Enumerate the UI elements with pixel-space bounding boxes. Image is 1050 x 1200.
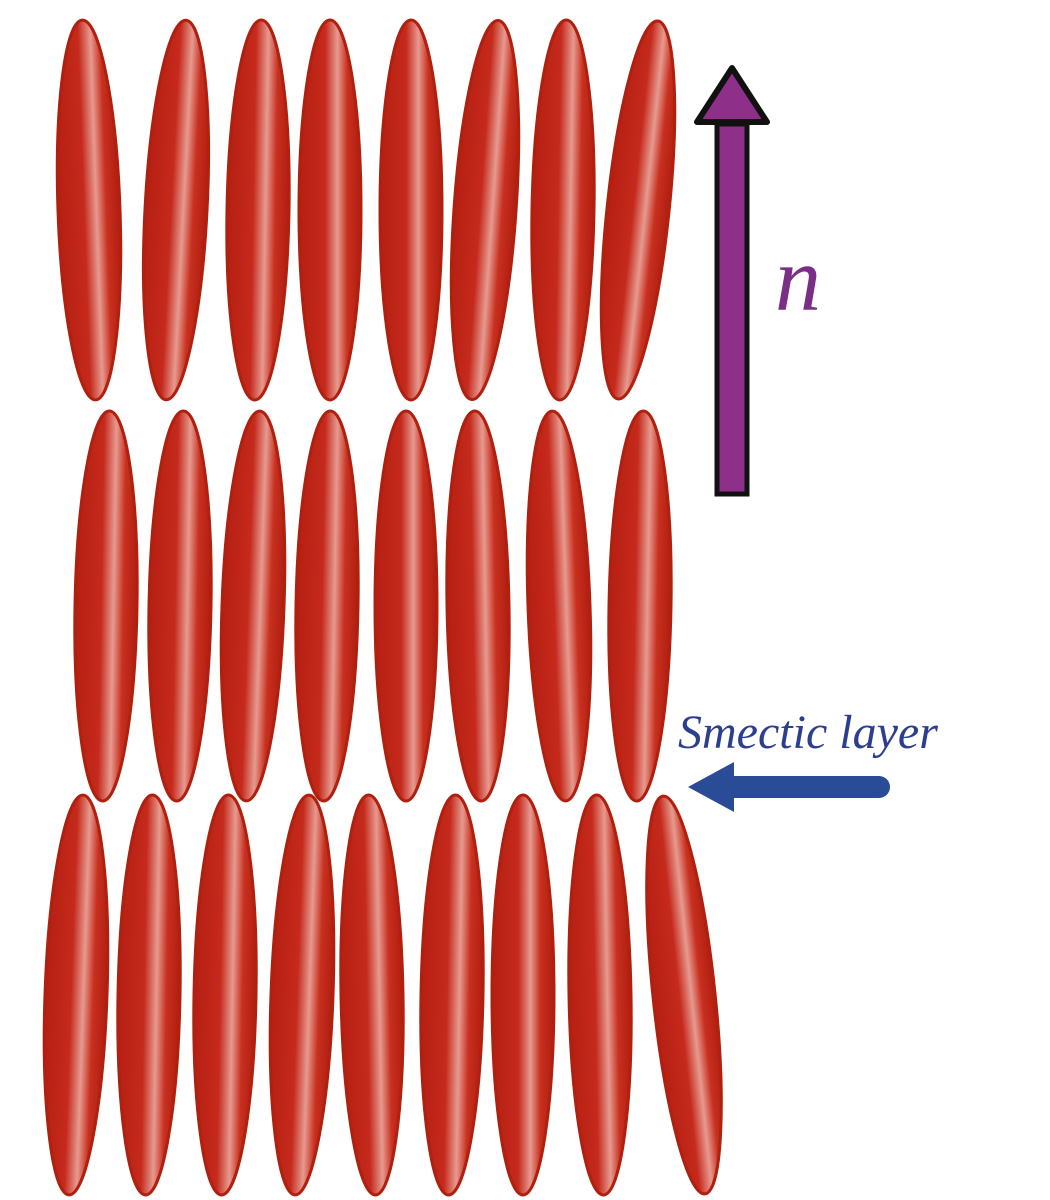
molecules-group bbox=[42, 18, 723, 1197]
molecule-rod bbox=[525, 409, 593, 803]
smectic-layer-1 bbox=[55, 18, 677, 402]
director-label: n bbox=[775, 228, 821, 330]
molecule-rod bbox=[116, 793, 182, 1197]
director-arrow-icon bbox=[694, 65, 770, 497]
molecule-rod bbox=[42, 793, 110, 1197]
molecule-rod bbox=[192, 793, 258, 1197]
arrow-left-icon bbox=[688, 762, 890, 812]
molecule-rod bbox=[378, 18, 444, 402]
molecule-rod bbox=[55, 18, 123, 402]
smectic-layer-3 bbox=[42, 793, 723, 1197]
smectic-layer-2 bbox=[73, 409, 673, 803]
molecule-rod bbox=[599, 19, 677, 401]
molecule-rod bbox=[490, 793, 556, 1197]
molecule-rod bbox=[268, 793, 336, 1197]
molecule-rod bbox=[147, 409, 213, 803]
molecule-rod bbox=[445, 409, 511, 803]
molecule-rod bbox=[567, 793, 633, 1197]
molecule-rod bbox=[294, 409, 360, 803]
molecule-rod bbox=[449, 18, 521, 402]
molecule-rod bbox=[645, 794, 723, 1196]
molecule-rod bbox=[225, 18, 291, 402]
molecule-rod bbox=[607, 409, 673, 803]
molecule-rod bbox=[419, 793, 485, 1197]
molecule-rod bbox=[530, 18, 596, 402]
molecule-rod bbox=[73, 409, 139, 803]
molecule-rod bbox=[339, 793, 405, 1197]
molecule-rod bbox=[141, 18, 211, 402]
molecule-rod bbox=[373, 409, 439, 803]
molecule-rod bbox=[297, 18, 363, 402]
smectic-layer-label: Smectic layer bbox=[678, 706, 938, 759]
molecule-rod bbox=[219, 409, 287, 803]
